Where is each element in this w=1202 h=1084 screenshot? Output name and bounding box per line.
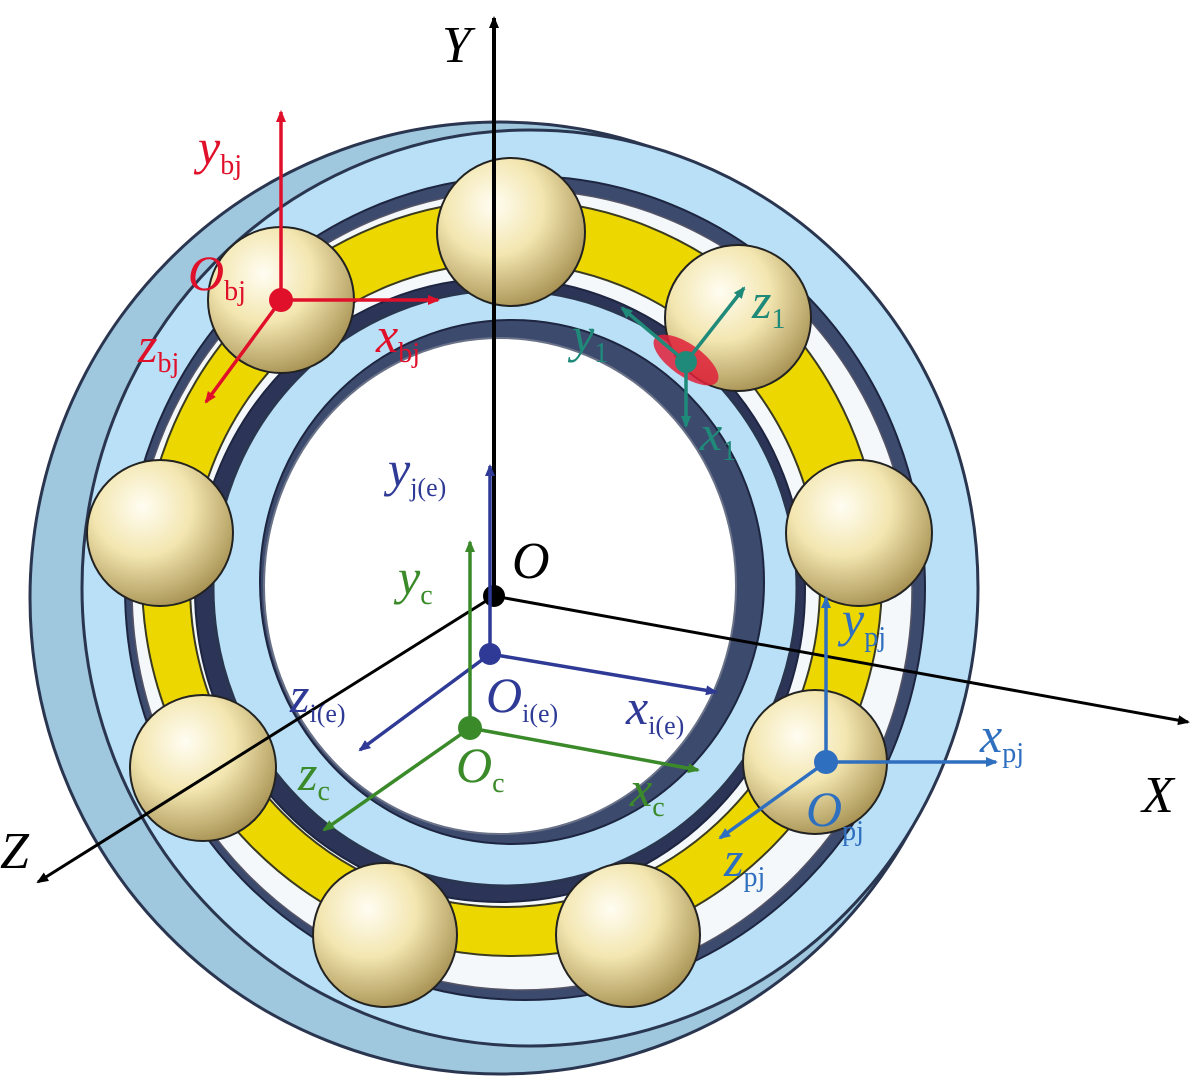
ball-frame: ybj Obj xbj zbj xyxy=(137,110,440,404)
ball-z-label: zbj xyxy=(137,317,179,379)
pocket-z-label: zpj xyxy=(723,831,765,893)
ball-x-label: xbj xyxy=(375,307,420,369)
inner-x-axis xyxy=(489,652,718,696)
ball xyxy=(312,862,458,1008)
inner-y-label: yj(e) xyxy=(383,441,446,502)
global-origin-label: O xyxy=(512,533,550,590)
pocket-origin-dot xyxy=(814,750,838,774)
pocket-y-label: ypj xyxy=(837,591,886,653)
ball xyxy=(785,459,933,607)
pocket-z-axis xyxy=(718,760,828,840)
ball xyxy=(436,157,586,307)
ball-z-axis xyxy=(204,298,283,404)
global-x-axis xyxy=(493,594,1190,726)
cage-x-axis xyxy=(469,726,700,774)
cage-origin-label: Oc xyxy=(456,737,505,799)
ball xyxy=(86,459,234,607)
ball-origin-dot xyxy=(269,288,293,312)
global-origin-dot xyxy=(483,585,505,607)
pocket-x-label: xpj xyxy=(979,707,1024,769)
global-y-label: Y xyxy=(442,17,476,74)
cage-z-label: zc xyxy=(297,745,330,807)
ball xyxy=(555,862,701,1008)
cage-frame: yc Oc xc zc xyxy=(297,540,700,832)
contact-x-label: x1 xyxy=(699,405,736,467)
contact-z-axis xyxy=(684,286,746,364)
contact-z-label: z1 xyxy=(751,273,785,335)
cage-y-label: yc xyxy=(393,549,433,611)
global-x-label: X xyxy=(1140,767,1176,824)
ball xyxy=(129,694,277,842)
inner-z-label: zi(e) xyxy=(289,667,346,728)
inner-ring-frame: yj(e) Oi(e) xi(e) zi(e) xyxy=(289,441,718,752)
contact-origin-dot xyxy=(675,351,697,373)
inner-origin-dot xyxy=(479,643,501,665)
contact-y-axis xyxy=(620,306,688,364)
inner-x-label: xi(e) xyxy=(625,679,684,740)
pocket-frame: ypj xpj Opj zpj xyxy=(718,591,1024,893)
global-z-label: Z xyxy=(0,823,30,880)
bore xyxy=(263,337,737,835)
inner-origin-label: Oi(e) xyxy=(486,667,558,728)
ball-y-label: ybj xyxy=(193,119,242,181)
global-z-axis xyxy=(36,594,495,884)
contact-frame: z1 y1 x1 xyxy=(567,273,785,467)
pocket-origin-label: Opj xyxy=(806,781,864,847)
global-frame: Y X Z O xyxy=(0,16,1190,884)
cage-z-axis xyxy=(322,726,472,832)
cage-origin-dot xyxy=(458,716,482,740)
balls xyxy=(86,157,933,1008)
cage-x-label: xc xyxy=(629,761,665,823)
ball-origin-label: Obj xyxy=(188,245,246,307)
contact-y-label: y1 xyxy=(567,307,608,369)
